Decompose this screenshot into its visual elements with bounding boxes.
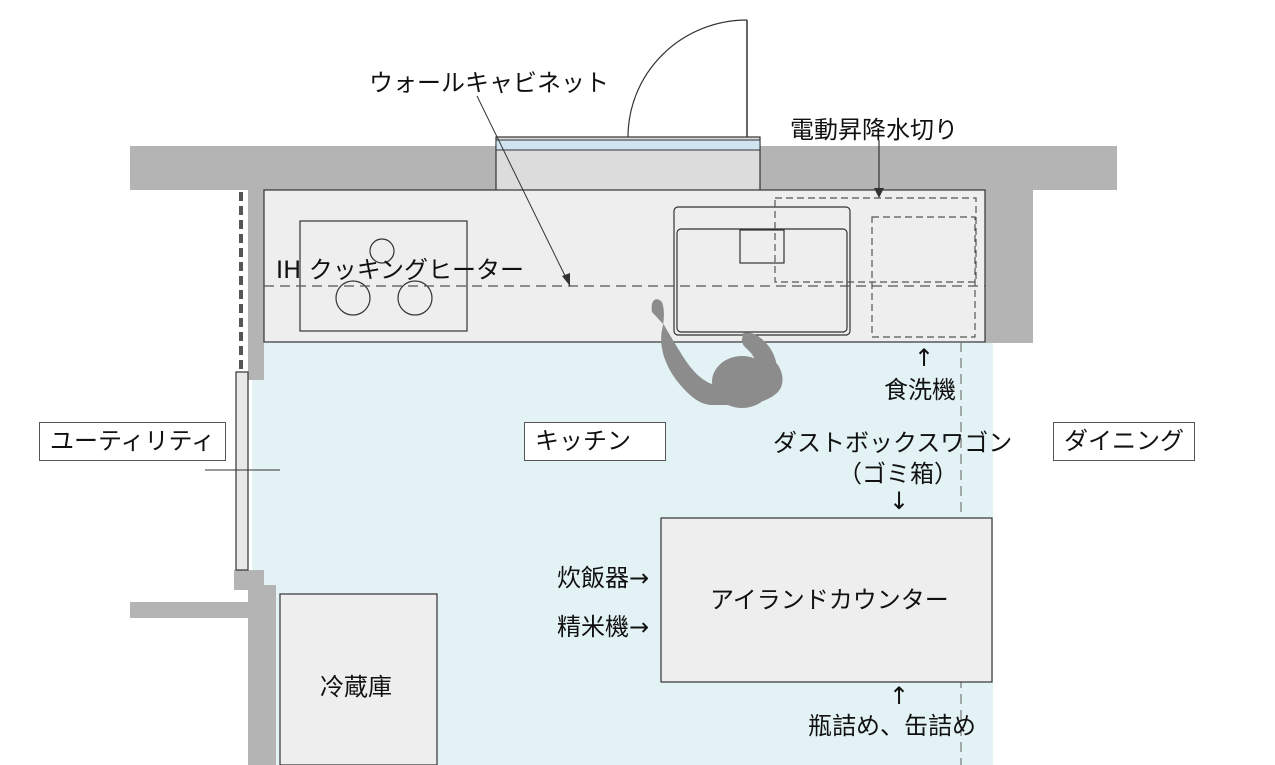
left-wall-upper	[248, 190, 264, 380]
room-label-utility: ユーティリティ	[39, 422, 227, 461]
wall-cabinet-arrowhead	[562, 273, 570, 286]
rice-cooker-label: 炊飯器→	[557, 564, 650, 592]
left-wall-lower	[248, 585, 276, 765]
dishwasher-outline	[871, 216, 976, 338]
dust-wagon-label-line1: ダストボックスワゴン	[773, 429, 1013, 457]
door-swing-arc	[627, 19, 748, 138]
dishwasher-arrow: ↑	[914, 344, 935, 372]
jars-arrow: ↑	[889, 682, 910, 710]
bottom-left-wall	[130, 602, 250, 618]
dust-wagon-label-line2: （ゴミ箱）	[838, 460, 958, 488]
right-wall-pillar	[985, 190, 1033, 343]
island-counter-label: アイランドカウンター	[710, 586, 949, 614]
window-glass	[495, 139, 761, 151]
room-label-dining: ダイニング	[1053, 422, 1195, 461]
room-label-kitchen: キッチン	[524, 422, 666, 461]
person-silhouette	[651, 299, 783, 408]
dust-wagon-arrow: ↓	[889, 487, 910, 515]
refrigerator-shape	[279, 593, 438, 765]
jars-label: 瓶詰め、缶詰め	[808, 712, 976, 740]
dishwasher-label: 食洗機	[884, 376, 956, 404]
sliding-door	[235, 371, 249, 571]
sink	[673, 206, 851, 336]
rice-polisher-label: 精米機→	[557, 613, 650, 641]
refrigerator-label: 冷蔵庫	[320, 673, 392, 701]
island-counter-shape	[660, 517, 993, 683]
ih-heater-label: IH クッキングヒーター	[276, 256, 525, 284]
wall-cabinet-leader	[476, 95, 571, 287]
wall-cabinet-label: ウォールキャビネット	[369, 69, 609, 97]
drainer-arrowhead	[874, 188, 884, 198]
dish-drainer-label: 電動昇降水切り	[790, 116, 958, 144]
dish-drainer-outline	[774, 197, 977, 283]
ih-cooktop	[299, 220, 468, 332]
